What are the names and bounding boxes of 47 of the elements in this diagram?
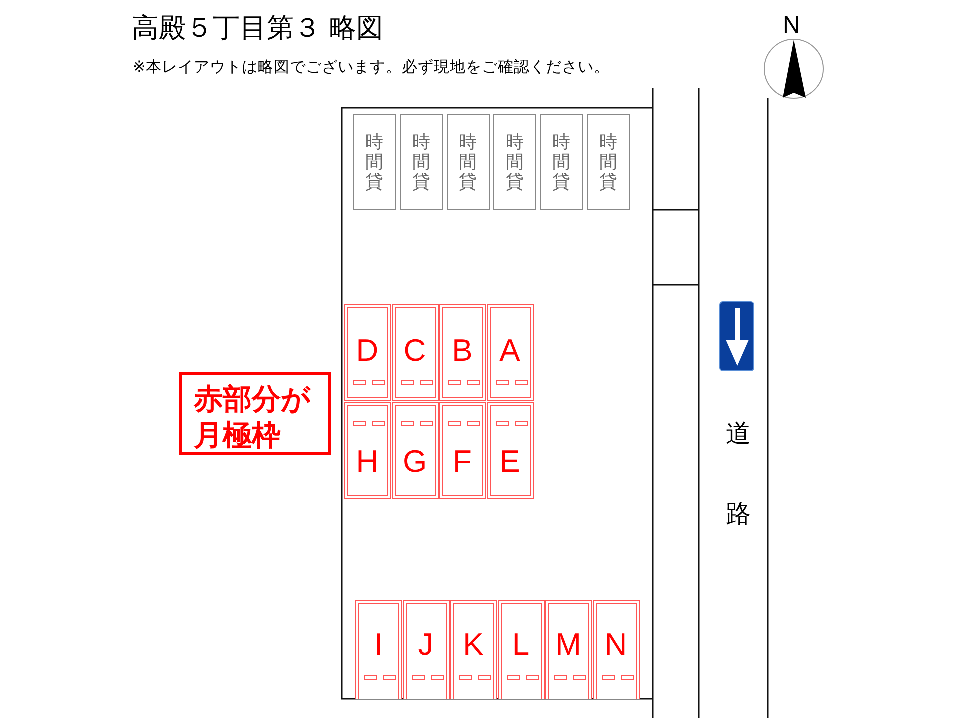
space-letter: J bbox=[417, 629, 435, 660]
monthly-parking-space bbox=[439, 304, 486, 401]
hourly-parking-space bbox=[353, 114, 396, 210]
space-letter: H bbox=[355, 446, 380, 477]
space-letter: I bbox=[373, 629, 384, 660]
north-label: N bbox=[783, 12, 800, 40]
note-text: 赤部分が月極枠 bbox=[194, 381, 312, 454]
space-letter: F bbox=[452, 446, 473, 477]
space-letter: M bbox=[554, 629, 582, 660]
hourly-parking-space bbox=[540, 114, 584, 210]
space-label: 時間貸 bbox=[552, 133, 571, 192]
monthly-parking-space bbox=[486, 304, 534, 401]
space-label: 時間貸 bbox=[412, 133, 430, 192]
note-text: ※本レイアウトは略図でございます。必ず現地をご確認ください。 bbox=[133, 57, 610, 78]
space-letter: E bbox=[498, 446, 522, 477]
hourly-parking-space bbox=[446, 114, 490, 210]
monthly-parking-space bbox=[486, 402, 534, 499]
space-letter: A bbox=[498, 335, 522, 366]
monthly-parking-space bbox=[498, 600, 544, 699]
monthly-parking-space bbox=[450, 600, 497, 699]
space-label: 時間貸 bbox=[600, 133, 618, 192]
space-letter: D bbox=[355, 335, 380, 366]
space-label: 時間貸 bbox=[459, 133, 478, 192]
road-label: 道 bbox=[726, 418, 751, 450]
space-letter: G bbox=[402, 446, 428, 477]
monthly-parking-space bbox=[392, 402, 438, 499]
note-box bbox=[179, 372, 331, 455]
space-letter: K bbox=[462, 629, 485, 660]
hourly-parking-space bbox=[587, 114, 630, 210]
space-label: 時間貸 bbox=[366, 133, 384, 192]
monthly-parking-space bbox=[344, 304, 391, 401]
title: 高殿５丁目第３ 略図 bbox=[132, 12, 384, 46]
hourly-parking-space bbox=[400, 114, 443, 210]
monthly-parking-space bbox=[402, 600, 450, 699]
monthly-parking-space bbox=[392, 304, 438, 401]
space-letter: N bbox=[604, 629, 628, 660]
hourly-parking-space bbox=[493, 114, 536, 210]
monthly-parking-space bbox=[592, 600, 640, 699]
monthly-parking-space bbox=[355, 600, 402, 699]
monthly-parking-space bbox=[344, 402, 391, 499]
space-letter: L bbox=[511, 629, 531, 660]
road-label: 路 bbox=[726, 498, 751, 530]
monthly-parking-space bbox=[439, 402, 486, 499]
space-letter: C bbox=[402, 335, 428, 366]
space-letter: B bbox=[451, 335, 474, 366]
space-label: 時間貸 bbox=[506, 133, 524, 192]
monthly-parking-space bbox=[545, 600, 592, 699]
